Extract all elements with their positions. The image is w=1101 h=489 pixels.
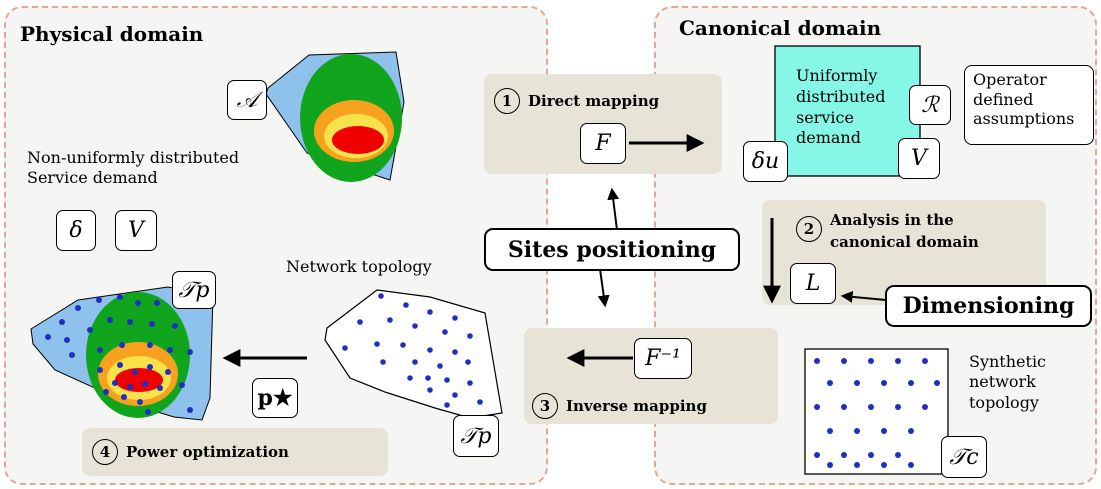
step-1-label: 1 Direct mapping — [494, 88, 659, 114]
uniform-demand-label: Uniformly distributed service demand — [796, 66, 886, 148]
sites-positioning-box: Sites positioning — [484, 228, 740, 271]
L-symbol-box: L — [790, 263, 836, 304]
step-2-label: 2 Analysis in the canonical domain — [796, 210, 979, 254]
step-3-number: 3 — [532, 393, 558, 419]
sites-to-direct-arrow — [607, 187, 620, 231]
dimensioning-box: Dimensioning — [885, 285, 1092, 327]
delta-u-symbol-box: δu — [743, 141, 788, 182]
demand-map-bottom — [30, 286, 214, 421]
power-optimization-panel — [82, 428, 388, 476]
power-optimization-text: Power optimization — [126, 443, 289, 461]
physical-domain-title: Physical domain — [20, 22, 204, 46]
demand-map-top — [265, 51, 405, 182]
F-inverse-symbol-box: F⁻¹ — [634, 338, 692, 379]
volume-symbol-box: V — [115, 210, 157, 251]
uniform-demand-square — [774, 45, 921, 177]
network-topology-graph — [324, 289, 503, 419]
dimensioning-arrow — [840, 290, 887, 303]
step-2-number: 2 — [796, 216, 822, 242]
sites-to-inverse-arrow — [597, 268, 610, 308]
canonical-domain-title: Canonical domain — [679, 16, 882, 40]
V-symbol-box: V — [898, 138, 940, 179]
topology-p-box-bottom: 𝒯p — [453, 415, 499, 457]
synthetic-topology-grid — [804, 348, 949, 475]
F-symbol-box: F — [580, 123, 626, 164]
direct-mapping-text: Direct mapping — [528, 92, 660, 110]
step-4-label: 4 Power optimization — [92, 439, 289, 465]
topology-c-box: 𝒯c — [941, 436, 987, 478]
network-topology-label: Network topology — [286, 257, 432, 276]
analysis-text: Analysis in the canonical domain — [830, 211, 979, 251]
topology-p-box-top: 𝒯p — [172, 271, 216, 309]
delta-symbol-box: δ — [56, 210, 96, 251]
synthetic-topology-label: Synthetic network topology — [969, 352, 1047, 412]
operator-assumptions-box: Operator defined assumptions — [964, 65, 1094, 145]
power-symbol-box: p★ — [252, 378, 298, 418]
step-1-number: 1 — [494, 88, 520, 114]
step-4-number: 4 — [92, 439, 118, 465]
R-symbol-box: ℛ — [909, 85, 951, 125]
inverse-mapping-text: Inverse mapping — [566, 397, 707, 415]
non-uniform-demand-label: Non-uniformly distributed Service demand — [27, 148, 240, 187]
step-3-label: 3 Inverse mapping — [532, 393, 707, 419]
area-symbol-box: 𝒜 — [227, 80, 267, 120]
